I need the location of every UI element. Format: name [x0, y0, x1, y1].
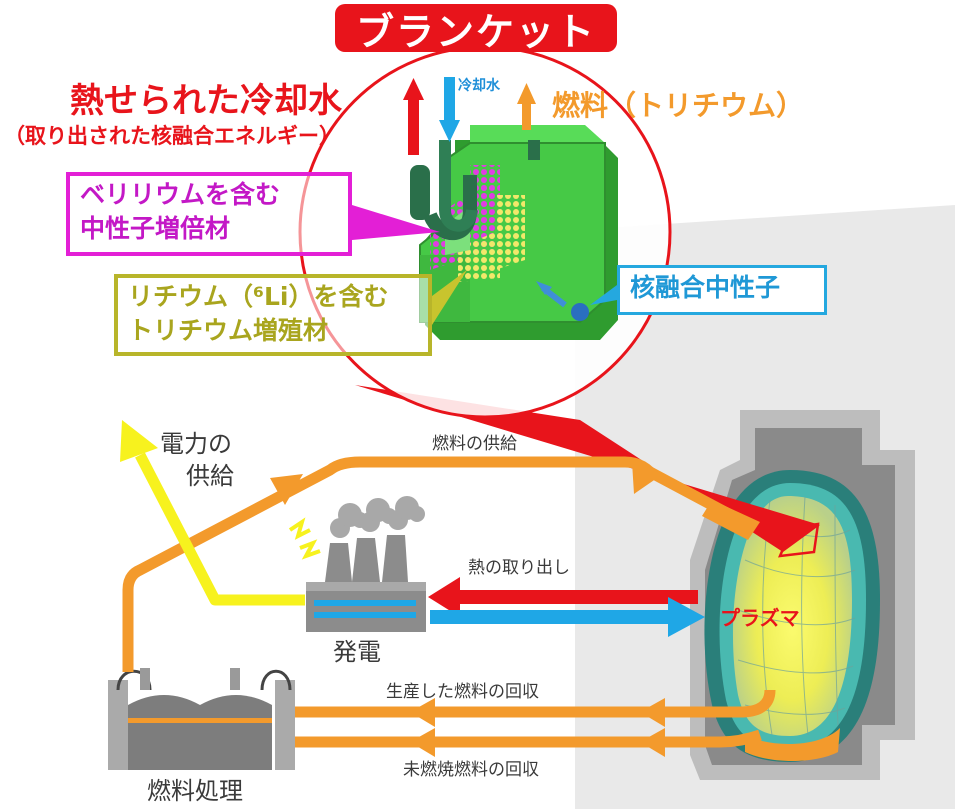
power-supply-line2: 供給	[186, 462, 234, 490]
coolant-label: 冷却水	[458, 78, 500, 94]
lithium-line1: リチウム（⁶Li）を含む	[128, 282, 389, 311]
power-supply-line	[135, 452, 305, 606]
produced-fuel-recovery-label: 生産した燃料の回収	[386, 682, 539, 702]
heat-extraction-red	[428, 577, 698, 617]
fuel-processing-plant	[108, 668, 295, 770]
beryllium-pointer	[352, 205, 440, 240]
plasma-label: プラズマ	[720, 606, 800, 630]
heat-extraction-label: 熱の取り出し	[468, 558, 570, 578]
lithium-callout: リチウム（⁶Li）を含む トリチウム増殖材	[114, 274, 432, 356]
fusion-neutron-callout: 核融合中性子	[617, 265, 827, 315]
produced-fuel-recovery-line	[295, 689, 776, 727]
coolant-arrow	[439, 77, 460, 142]
lithium-line2: トリチウム増殖材	[128, 316, 329, 345]
plasma-region	[732, 496, 852, 736]
zoom-beam	[355, 385, 820, 552]
power-plant	[288, 496, 426, 632]
beryllium-callout: ベリリウムを含む 中性子増倍材	[66, 172, 352, 256]
neutron	[536, 281, 589, 321]
heated-coolant-arrow	[403, 78, 424, 155]
fuel-supply-label: 燃料の供給	[432, 434, 517, 454]
power-supply-line1: 電力の	[160, 430, 232, 458]
blanket-title: ブランケット	[335, 4, 617, 54]
fuel-supply-line	[122, 456, 743, 665]
unburned-fuel-recovery-line	[295, 728, 762, 757]
fuel-injector	[702, 500, 760, 540]
lithium-pointer	[432, 270, 467, 325]
fusion-neutron-label: 核融合中性子	[630, 273, 781, 302]
fuel-processing-label: 燃料処理	[147, 777, 243, 805]
neutron-pointer	[590, 285, 617, 305]
divertor	[745, 728, 840, 761]
fuel-tritium-arrow	[517, 83, 536, 130]
beryllium-line2: 中性子増倍材	[80, 214, 231, 243]
heated-coolant-sub-label: （取り出された核融合エネルギー）	[4, 124, 340, 148]
heat-extraction-blue	[430, 597, 705, 637]
power-generation-label: 発電	[333, 638, 381, 666]
beryllium-line1: ベリリウムを含む	[80, 180, 281, 209]
heated-coolant-label: 熱せられた冷却水	[70, 81, 342, 121]
unburned-fuel-recovery-label: 未燃焼燃料の回収	[403, 760, 539, 780]
fuel-tritium-label: 燃料（トリチウム）	[552, 89, 805, 122]
